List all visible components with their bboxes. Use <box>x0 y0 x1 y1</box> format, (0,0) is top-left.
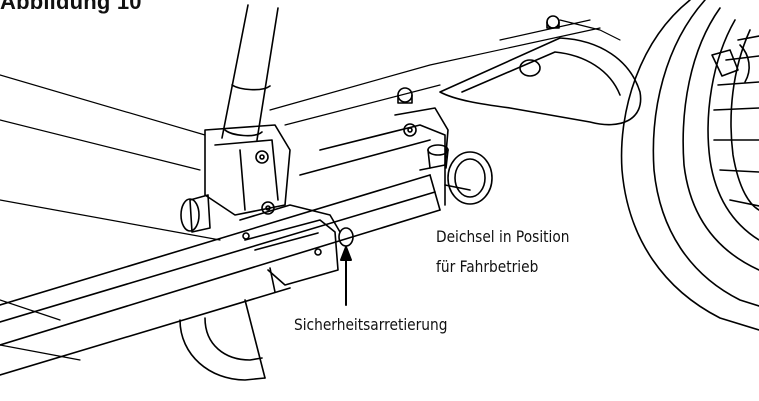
wheel <box>620 0 759 331</box>
lower-support <box>179 299 266 381</box>
safety-lock-label: Sicherheitsarretierung <box>294 315 448 334</box>
leader-lines <box>340 246 352 306</box>
left-bracket <box>180 124 341 233</box>
foot-pedal <box>439 15 642 126</box>
drawbar-position-label-line2: für Fahrbetrieb <box>436 257 539 276</box>
tube-clamp <box>242 219 354 293</box>
coupling-bracket <box>394 87 493 205</box>
frame-lines <box>0 19 621 361</box>
drawbar-tube <box>0 124 446 376</box>
drawbar-position-label-line1: Deichsel in Position <box>436 227 570 246</box>
figure-heading: Abbildung 10 <box>0 0 142 14</box>
handle-tube <box>221 4 279 141</box>
